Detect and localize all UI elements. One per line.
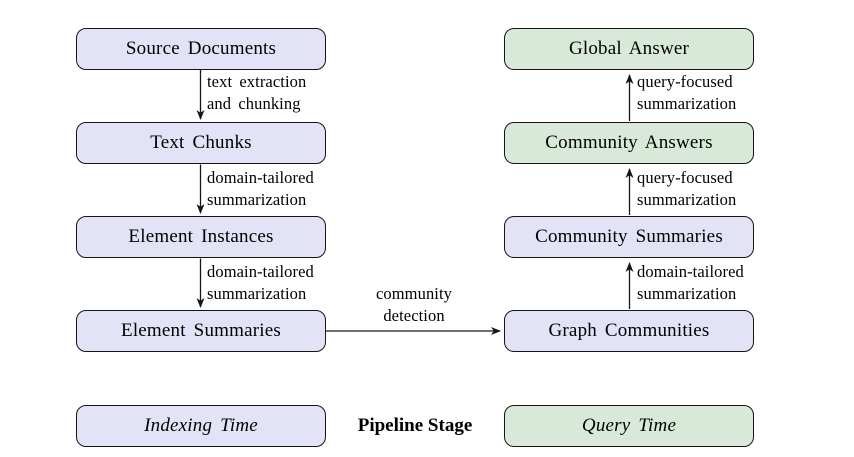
edge-label-line: query-focused xyxy=(637,168,733,187)
node-graph-communities: Graph Communities xyxy=(504,310,754,352)
edge-label-line: summarization xyxy=(637,94,737,113)
edge-label-line: summarization xyxy=(637,284,737,303)
edge-label-domain-tailored-2: domain-tailored summarization xyxy=(207,261,314,305)
node-element-instances: Element Instances xyxy=(76,216,326,258)
edge-label-line: query-focused xyxy=(637,72,733,91)
edge-label-line: summarization xyxy=(207,284,307,303)
edge-label-domain-tailored-1: domain-tailored summarization xyxy=(207,167,314,211)
edge-label-line: domain-tailored xyxy=(207,262,314,281)
edge-label-line: summarization xyxy=(207,190,307,209)
edge-label-line: and chunking xyxy=(207,94,301,113)
edge-label-query-focused-1: query-focused summarization xyxy=(637,167,736,211)
edge-label-line: detection xyxy=(383,306,445,325)
node-community-summaries: Community Summaries xyxy=(504,216,754,258)
node-community-answers: Community Answers xyxy=(504,122,754,164)
edge-label-query-focused-2: query-focused summarization xyxy=(637,71,736,115)
edge-label-line: summarization xyxy=(637,190,737,209)
node-element-summaries: Element Summaries xyxy=(76,310,326,352)
node-source-documents: Source Documents xyxy=(76,28,326,70)
legend-indexing-time: Indexing Time xyxy=(76,405,326,447)
node-global-answer: Global Answer xyxy=(504,28,754,70)
edge-label-community-detection: community detection xyxy=(344,283,484,327)
edge-label-text-extraction: text extraction and chunking xyxy=(207,71,306,115)
edge-label-line: text extraction xyxy=(207,72,307,91)
edge-label-domain-tailored-3: domain-tailored summarization xyxy=(637,261,744,305)
node-text-chunks: Text Chunks xyxy=(76,122,326,164)
legend-pipeline-stage: Pipeline Stage xyxy=(357,415,473,436)
edge-label-line: domain-tailored xyxy=(207,168,314,187)
edge-label-line: domain-tailored xyxy=(637,262,744,281)
edge-label-line: community xyxy=(375,284,453,303)
legend-query-time: Query Time xyxy=(504,405,754,447)
